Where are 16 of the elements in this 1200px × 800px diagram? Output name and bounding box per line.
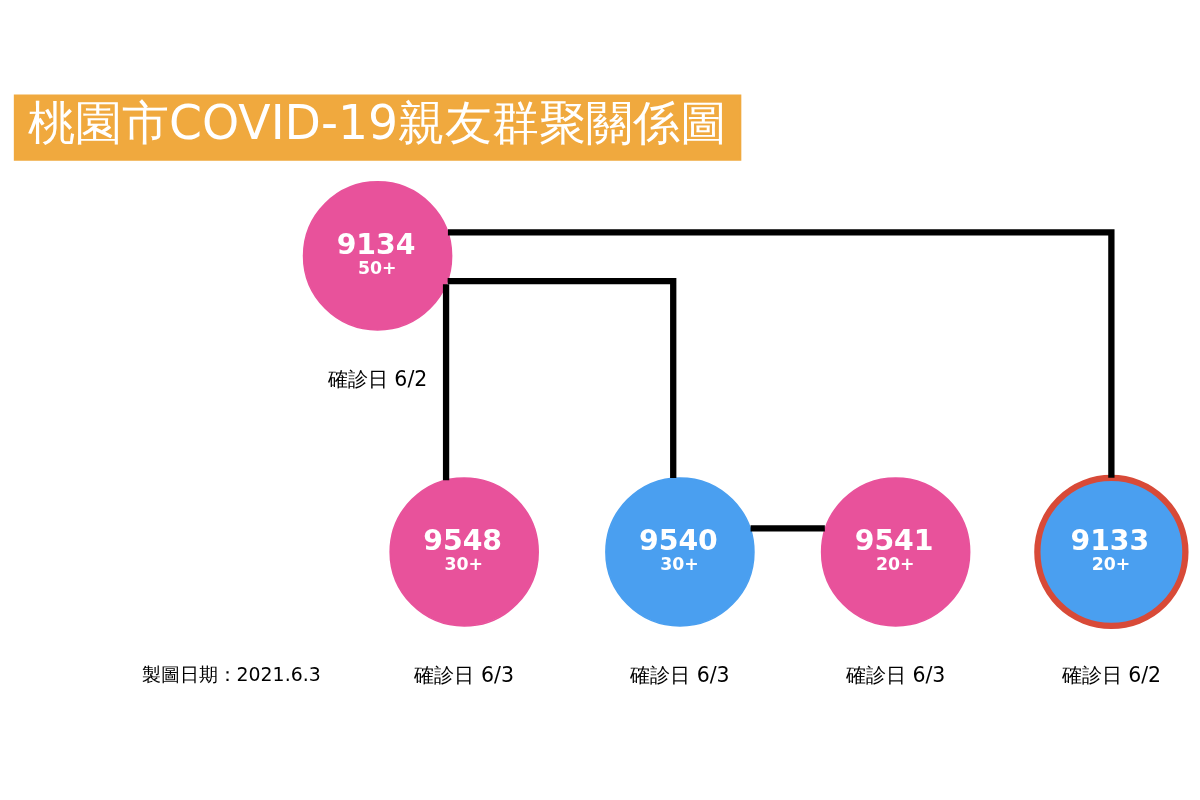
- label: 製圖日期：2021.6.3: [141, 663, 321, 686]
- node-circle: 9133 20+: [1034, 474, 1189, 630]
- node-label: 確診日 6/3: [630, 662, 730, 687]
- node-circle: 9541 20+: [820, 477, 971, 627]
- connector: [447, 277, 677, 478]
- node-label: 確診日 6/2: [327, 366, 428, 391]
- node-circle: 9134 50+: [302, 181, 453, 331]
- node-circle: 9540 30+: [605, 477, 755, 627]
- diagram-title: 桃園市COVID-19親友群聚關係圖: [28, 95, 728, 151]
- connector: [442, 284, 450, 481]
- connector: [750, 525, 825, 532]
- node-label: 確診日 6/3: [414, 662, 514, 687]
- node-circle: 9548 30+: [389, 477, 539, 627]
- node-label: 確診日 6/3: [845, 662, 946, 687]
- node-label: 確診日 6/2: [1061, 662, 1162, 687]
- connector: [447, 229, 1115, 478]
